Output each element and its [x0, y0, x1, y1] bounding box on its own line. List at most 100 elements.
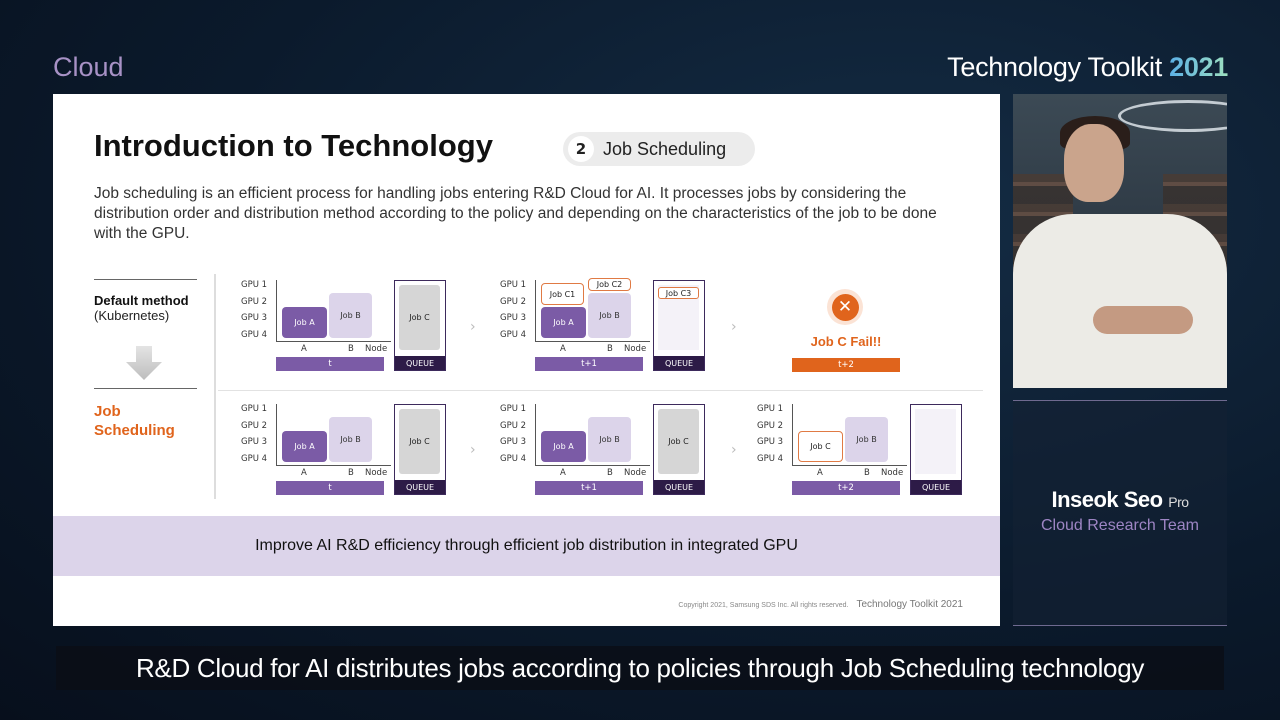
- gpu-label: GPU 4: [500, 329, 527, 340]
- gpu-label: GPU 4: [241, 329, 268, 340]
- speaker-body: [1013, 214, 1227, 388]
- queued-job-c: Job C: [399, 285, 440, 350]
- ceiling-light: [1118, 100, 1227, 132]
- topic-label: Job Scheduling: [603, 138, 727, 159]
- speaker-team: Cloud Research Team: [1040, 517, 1199, 534]
- job-c1-block: Job C1: [541, 283, 584, 305]
- time-bar-fail: t+2: [792, 358, 900, 372]
- job-c-block: Job C: [798, 431, 843, 462]
- brand-text: Technology Toolkit: [947, 52, 1170, 82]
- topic-tag: 2 Job Scheduling: [563, 132, 755, 166]
- speaker-name: Inseok Seo: [1051, 487, 1163, 512]
- node-axis: [276, 280, 391, 342]
- job-a-block: Job A: [541, 431, 586, 462]
- node-b-label: B: [607, 344, 613, 354]
- gpu-labels: GPU 1 GPU 2 GPU 3 GPU 4: [241, 280, 275, 346]
- job-b-block: Job B: [845, 417, 888, 462]
- job-b-block: Job B: [588, 293, 631, 338]
- gpu-labels: GPU 1 GPU 2 GPU 3 GPU 4: [500, 404, 534, 470]
- gpu-label: GPU 3: [241, 313, 268, 323]
- job-b-block: Job B: [588, 417, 631, 462]
- copyright-text: Copyright 2021, Samsung SDS Inc. All rig…: [678, 602, 849, 609]
- time-bar: t+1: [535, 357, 643, 371]
- close-icon: ✕: [831, 293, 859, 321]
- chevron-right-icon: ›: [470, 319, 476, 335]
- speaker-hands: [1093, 306, 1193, 334]
- job-b-block: Job B: [329, 293, 372, 338]
- node-axis-label: Node: [365, 344, 388, 354]
- brand-year: 2021: [1169, 52, 1228, 82]
- gpu-labels: GPU 1 GPU 2 GPU 3 GPU 4: [757, 404, 791, 470]
- queue-label: QUEUE: [911, 480, 961, 494]
- gpu-label: GPU 1: [757, 404, 784, 414]
- node-b-label: B: [348, 344, 354, 354]
- chevron-right-icon: ›: [731, 442, 737, 458]
- gpu-label: GPU 2: [241, 296, 268, 307]
- down-arrow-icon: [126, 346, 162, 380]
- speaker-card: Inseok Seo Pro Cloud Research Team: [1013, 400, 1227, 626]
- queue-box: Job C3 QUEUE: [653, 280, 705, 371]
- gpu-label: GPU 2: [500, 420, 527, 431]
- job-a-block: Job A: [282, 307, 327, 338]
- job-c-fail: ✕ Job C Fail!! t+2: [792, 289, 900, 373]
- speaker-head: [1064, 124, 1124, 202]
- gpu-label: GPU 3: [500, 313, 527, 323]
- node-b-label: B: [864, 468, 870, 478]
- job-a-block: Job A: [282, 431, 327, 462]
- summary-band: Improve AI R&D efficiency through effici…: [53, 516, 1000, 576]
- divider-vertical: [214, 274, 216, 499]
- gpu-label: GPU 1: [241, 280, 268, 290]
- node-axis-label: Node: [881, 468, 904, 478]
- node-axis-label: Node: [624, 468, 647, 478]
- scheduling-panel-t1: GPU 1 GPU 2 GPU 3 GPU 4 Job A Job B A B …: [500, 404, 715, 498]
- default-method-subtitle: (Kubernetes): [94, 308, 170, 323]
- gpu-label: GPU 4: [500, 453, 527, 464]
- gpu-label: GPU 1: [500, 280, 527, 290]
- default-method-title: Default method: [94, 293, 189, 308]
- gpu-label: GPU 2: [757, 420, 784, 431]
- job-scheduling-label: Job Scheduling: [94, 388, 197, 440]
- fail-icon: ✕: [827, 289, 863, 325]
- node-axis: [792, 404, 907, 466]
- node-a-label: A: [301, 344, 307, 354]
- gpu-label: GPU 4: [757, 453, 784, 464]
- scheduling-panel-t: GPU 1 GPU 2 GPU 3 GPU 4 Job A Job B A B …: [241, 404, 456, 498]
- gpu-label: GPU 4: [241, 453, 268, 464]
- queue-box: QUEUE: [910, 404, 962, 495]
- gpu-label: GPU 2: [241, 420, 268, 431]
- gpu-label: GPU 3: [241, 437, 268, 447]
- queue-box: Job C QUEUE: [394, 280, 446, 371]
- queued-job-c3: Job C3: [658, 287, 699, 299]
- default-panel-t: GPU 1 GPU 2 GPU 3 GPU 4 Job A Job B A B …: [241, 280, 456, 374]
- node-a-label: A: [301, 468, 307, 478]
- node-b-label: B: [607, 468, 613, 478]
- job-c2-block: Job C2: [588, 278, 631, 291]
- queue-empty-slot: [915, 409, 956, 474]
- gpu-label: GPU 3: [757, 437, 784, 447]
- fail-text: Job C Fail!!: [810, 334, 882, 349]
- node-a-label: A: [560, 468, 566, 478]
- queue-label: QUEUE: [654, 480, 704, 494]
- speaker-title: Pro: [1168, 494, 1189, 510]
- slide-footer: Copyright 2021, Samsung SDS Inc. All rig…: [678, 599, 963, 610]
- queued-job-c: Job C: [658, 409, 699, 474]
- section-label: Cloud: [53, 52, 124, 82]
- job-a-block: Job A: [541, 307, 586, 338]
- time-bar: t+1: [535, 481, 643, 495]
- gpu-labels: GPU 1 GPU 2 GPU 3 GPU 4: [241, 404, 275, 470]
- chevron-right-icon: ›: [731, 319, 737, 335]
- queue-label: QUEUE: [395, 356, 445, 370]
- gpu-label: GPU 2: [500, 296, 527, 307]
- node-b-label: B: [348, 468, 354, 478]
- topic-number: 2: [568, 136, 594, 162]
- gpu-label: GPU 1: [500, 404, 527, 414]
- job-b-block: Job B: [329, 417, 372, 462]
- speaker-video: [1013, 94, 1227, 388]
- node-axis: [535, 404, 650, 466]
- brand-title: Technology Toolkit 2021: [947, 52, 1228, 83]
- default-method-label: Default method (Kubernetes): [94, 279, 197, 323]
- chevron-right-icon: ›: [470, 442, 476, 458]
- node-a-label: A: [817, 468, 823, 478]
- slide-title: Introduction to Technology: [94, 128, 493, 163]
- footer-brand: Technology Toolkit 2021: [856, 599, 963, 610]
